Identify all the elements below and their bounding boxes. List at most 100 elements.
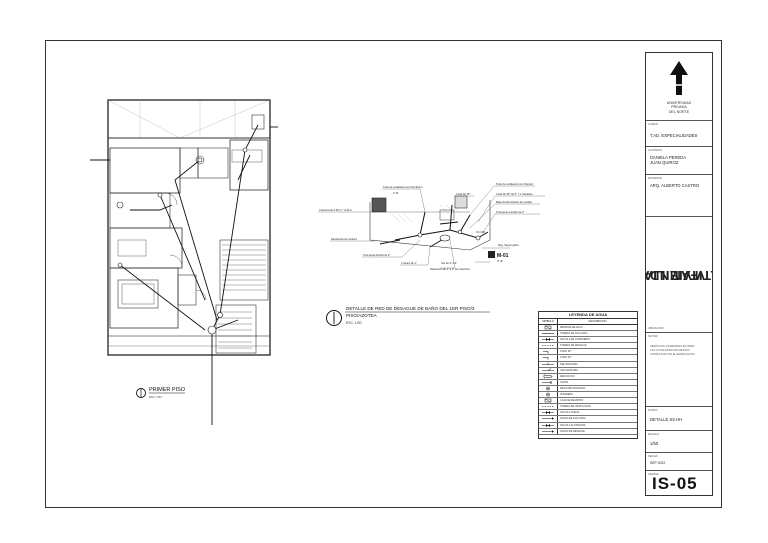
detail-title-line1: DETALLE DE RED DE DESAGUE DE BAÑO DEL 1E… <box>346 305 475 311</box>
legend-row: SALIDA DE DESAGUE <box>539 428 637 435</box>
label-vent-cap: Tubo de ventilacion con Sombrero <box>383 185 423 189</box>
legend-description: TUBERIA DE VENTILACION <box>560 405 591 409</box>
north-line-3: DEL NORTE <box>668 109 690 114</box>
teacher-cell: DOCENTE: ARQ. ALBERTO CASTRO <box>646 175 712 217</box>
teacher-label: DOCENTE: <box>648 176 663 180</box>
legend-row: SALIDA DE AGUA FRIA <box>539 416 637 423</box>
note-3: CONSULTAR CON EL ESPECIALISTA <box>650 353 695 356</box>
scale-cell: ESCALA: 1/50 <box>646 431 712 453</box>
north-logo-cell: UNIVERSIDAD PRIVADA DEL NORTE <box>646 53 712 121</box>
legend-row: REGISTRO ROSCADO <box>539 385 637 393</box>
legend-row: VALVULA FLOTADORA <box>539 422 637 429</box>
note-1: VERIFICAR LAS MEDIDAS EN OBRA <box>650 345 695 348</box>
legend-row: TUBERIA DE AGUA FRIA <box>539 331 637 338</box>
label-lav-trap: Trampa de Lavabo de 2" <box>496 210 524 214</box>
north-line-2: PRIVADA <box>671 105 687 110</box>
legend-symbol-icon <box>539 398 558 404</box>
north-arrow-icon <box>670 61 688 95</box>
notes-cell: NOTAS: VERIFICAR LAS MEDIDAS EN OBRA LAS… <box>646 333 712 407</box>
label-elbow90: Codo de 45° de 2" = 1 Sanitaria <box>496 192 533 196</box>
course-cell: CURSO: T.AD. ESPECIALIDADES <box>646 121 712 147</box>
plan-name-cell: PLANO: DETALLE SS.HH <box>646 407 712 431</box>
legend-description: VALVULA CHECK <box>560 411 580 415</box>
teacher-value: ARQ. ALBERTO CASTRO <box>650 183 700 188</box>
project-title: VIVIENDAMULTIFAMILIAR <box>646 217 712 332</box>
legend-description: SUMIDERO <box>560 393 573 397</box>
label-wye: Tee de 4" a 2" <box>441 261 457 265</box>
legend-symbol-icon <box>539 343 558 349</box>
detail-title-line2: PISO/AZOTEA <box>346 313 378 318</box>
drawing-sheet <box>45 40 722 508</box>
plan-label: PLANO: <box>648 408 659 412</box>
legend-row: TEE SANITARIA <box>539 361 637 368</box>
plan-title: PRIMER PISO <box>149 387 186 393</box>
legend-row: CODO 45° <box>539 355 637 362</box>
legend-symbol-icon <box>539 325 558 331</box>
legend-symbol-icon <box>539 385 558 392</box>
water-legend: LEYENDA DE AGUA SIMBOLO DESCRIPCION MEDI… <box>538 311 638 439</box>
legend-symbol-icon <box>539 410 558 416</box>
legend-symbol-icon <box>539 404 558 410</box>
legend-description: TEE SANITARIA <box>560 362 578 366</box>
label-vent-cap2: Tubo de ventilacion con Tampón <box>496 182 534 186</box>
legend-symbol-icon <box>539 361 558 367</box>
legend-description: REDUCCION <box>560 374 575 378</box>
north-text: UNIVERSIDAD PRIVADA DEL NORTE <box>646 101 712 114</box>
legend-title: LEYENDA DE AGUA <box>539 312 637 319</box>
legend-description: TUBERIA DE DESAGUE <box>560 344 587 348</box>
authors-label: ALUMNOS: <box>648 148 663 152</box>
label-vent-dim: 2" Ø <box>393 191 398 195</box>
legend-symbol-icon <box>539 373 558 379</box>
legend-description: REGISTRO ROSCADO <box>560 386 586 390</box>
label-sink-trap: Base de Revolucion de Lavabo <box>496 200 532 204</box>
legend-description: SALIDA DE AGUA FRIA <box>560 417 586 421</box>
legend-row: TAPON <box>539 379 637 386</box>
legend-row: TUBERIA DE VENTILACION <box>539 404 637 411</box>
scale-label: ESCALA: <box>648 432 660 436</box>
legend-symbol-icon <box>539 422 558 428</box>
legend-description: TAPON <box>560 380 569 384</box>
m01-dim: 3" Ø <box>497 259 503 263</box>
legend-description: CODO 45° <box>560 356 572 360</box>
legend-symbol-icon <box>539 428 558 434</box>
course-label: CURSO: <box>648 122 659 126</box>
legend-description: VALVULA DE COMPUERTA <box>560 338 590 342</box>
legend-symbol-icon <box>539 355 558 361</box>
label-tee: Y-tavico de 2" <box>401 261 417 265</box>
legend-row: CAJA DE REGISTRO <box>539 398 637 405</box>
legend-row: MEDIDOR DE AGUA <box>539 325 637 332</box>
label-registro: Revolucion de Inodoro <box>331 237 358 241</box>
author-1: DANIELA PEREDA <box>650 155 687 160</box>
north-line-1: UNIVERSIDAD <box>666 101 692 105</box>
sheet-number-cell: LAMINA: IS-05 <box>646 471 712 495</box>
plan-scale: ESC: 1/50 <box>149 395 162 399</box>
legend-symbol-icon <box>539 349 558 355</box>
notes-label: NOTAS: <box>648 334 659 338</box>
legend-symbol-icon <box>539 379 558 385</box>
legend-description: YEE SANITARIA <box>560 368 578 372</box>
legend-row: YEE SANITARIA <box>539 367 637 374</box>
label-elbow45: Codo de 45° <box>456 192 470 196</box>
legend-description: SALIDA DE DESAGUE <box>560 429 585 433</box>
detail-scale: ESC: 1/30 <box>346 321 362 325</box>
legend-row: SUMIDERO <box>539 392 637 399</box>
legend-description: CODO 90° <box>560 350 572 354</box>
sheet-label: LAMINA: <box>648 472 660 476</box>
legend-symbol-icon <box>539 392 558 398</box>
project-line-2: MULTIFAMILIAR <box>646 268 712 283</box>
legend-row: CODO 90° <box>539 349 637 356</box>
label-m01-note: Reg. Seguir plano <box>498 243 519 247</box>
location-label: UBICACION: <box>648 326 665 330</box>
legend-header: SIMBOLO DESCRIPCION <box>539 319 637 325</box>
label-slope: S=1.5% <box>476 230 486 234</box>
note-2: LAS COTAS ESTAN EN METROS <box>650 349 690 352</box>
author-2: JUAN QUIROZ <box>650 160 679 165</box>
legend-col-desc: DESCRIPCION <box>588 320 607 323</box>
label-shower: Trampa de Ducha de 2" <box>363 253 390 257</box>
date-cell: FECHA: SEP 2022 <box>646 453 712 471</box>
project-cell: VIVIENDAMULTIFAMILIAR UBICACION: <box>646 217 712 333</box>
title-block: UNIVERSIDAD PRIVADA DEL NORTE CURSO: T.A… <box>645 52 713 496</box>
